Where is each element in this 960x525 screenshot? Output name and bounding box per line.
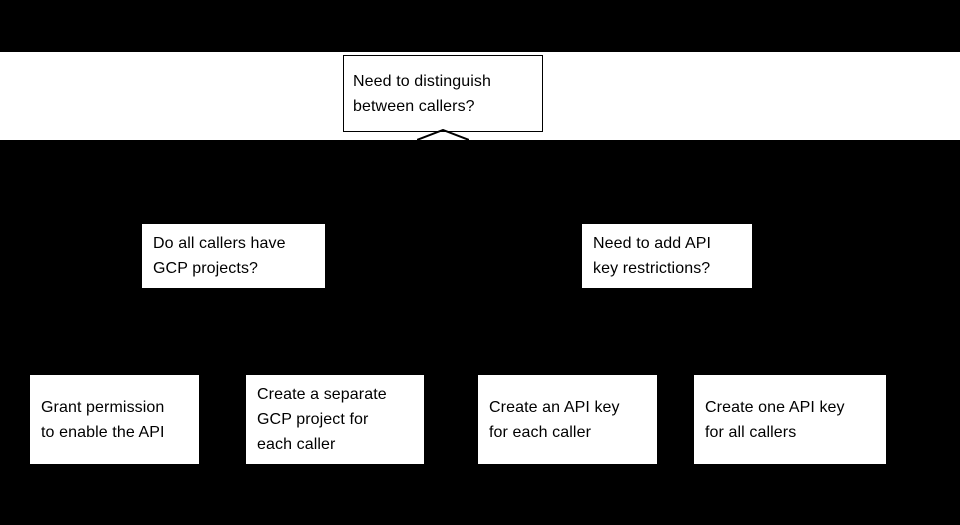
node-need-to-distinguish-between-callers[interactable]: Need to distinguish between callers? (343, 55, 543, 132)
node-t2-1-label: Need to add API key restrictions? (593, 235, 712, 277)
node-need-to-add-api-key-restrictions[interactable]: Need to add API key restrictions? (582, 224, 752, 288)
node-do-all-callers-have-gcp-projects[interactable]: Do all callers have GCP projects? (142, 224, 325, 288)
node-create-one-api-key-for-all-callers[interactable]: Create one API key for all callers (694, 375, 886, 464)
node-t3-3-label: Create one API key for all callers (705, 398, 845, 441)
node-create-a-separate-gcp-project-for-each-caller[interactable]: Create a separate GCP project for each c… (246, 375, 424, 464)
node-t3-1-label: Create a separate GCP project for each c… (257, 386, 387, 453)
node-root-label: Need to distinguish between callers? (353, 72, 491, 115)
node-grant-permission-to-enable-the-api[interactable]: Grant permission to enable the API (30, 375, 199, 464)
node-t3-0-label: Grant permission to enable the API (41, 398, 165, 441)
node-t3-2-label: Create an API key for each caller (489, 398, 620, 441)
node-t2-0-label: Do all callers have GCP projects? (153, 235, 286, 277)
node-create-an-api-key-for-each-caller[interactable]: Create an API key for each caller (478, 375, 657, 464)
